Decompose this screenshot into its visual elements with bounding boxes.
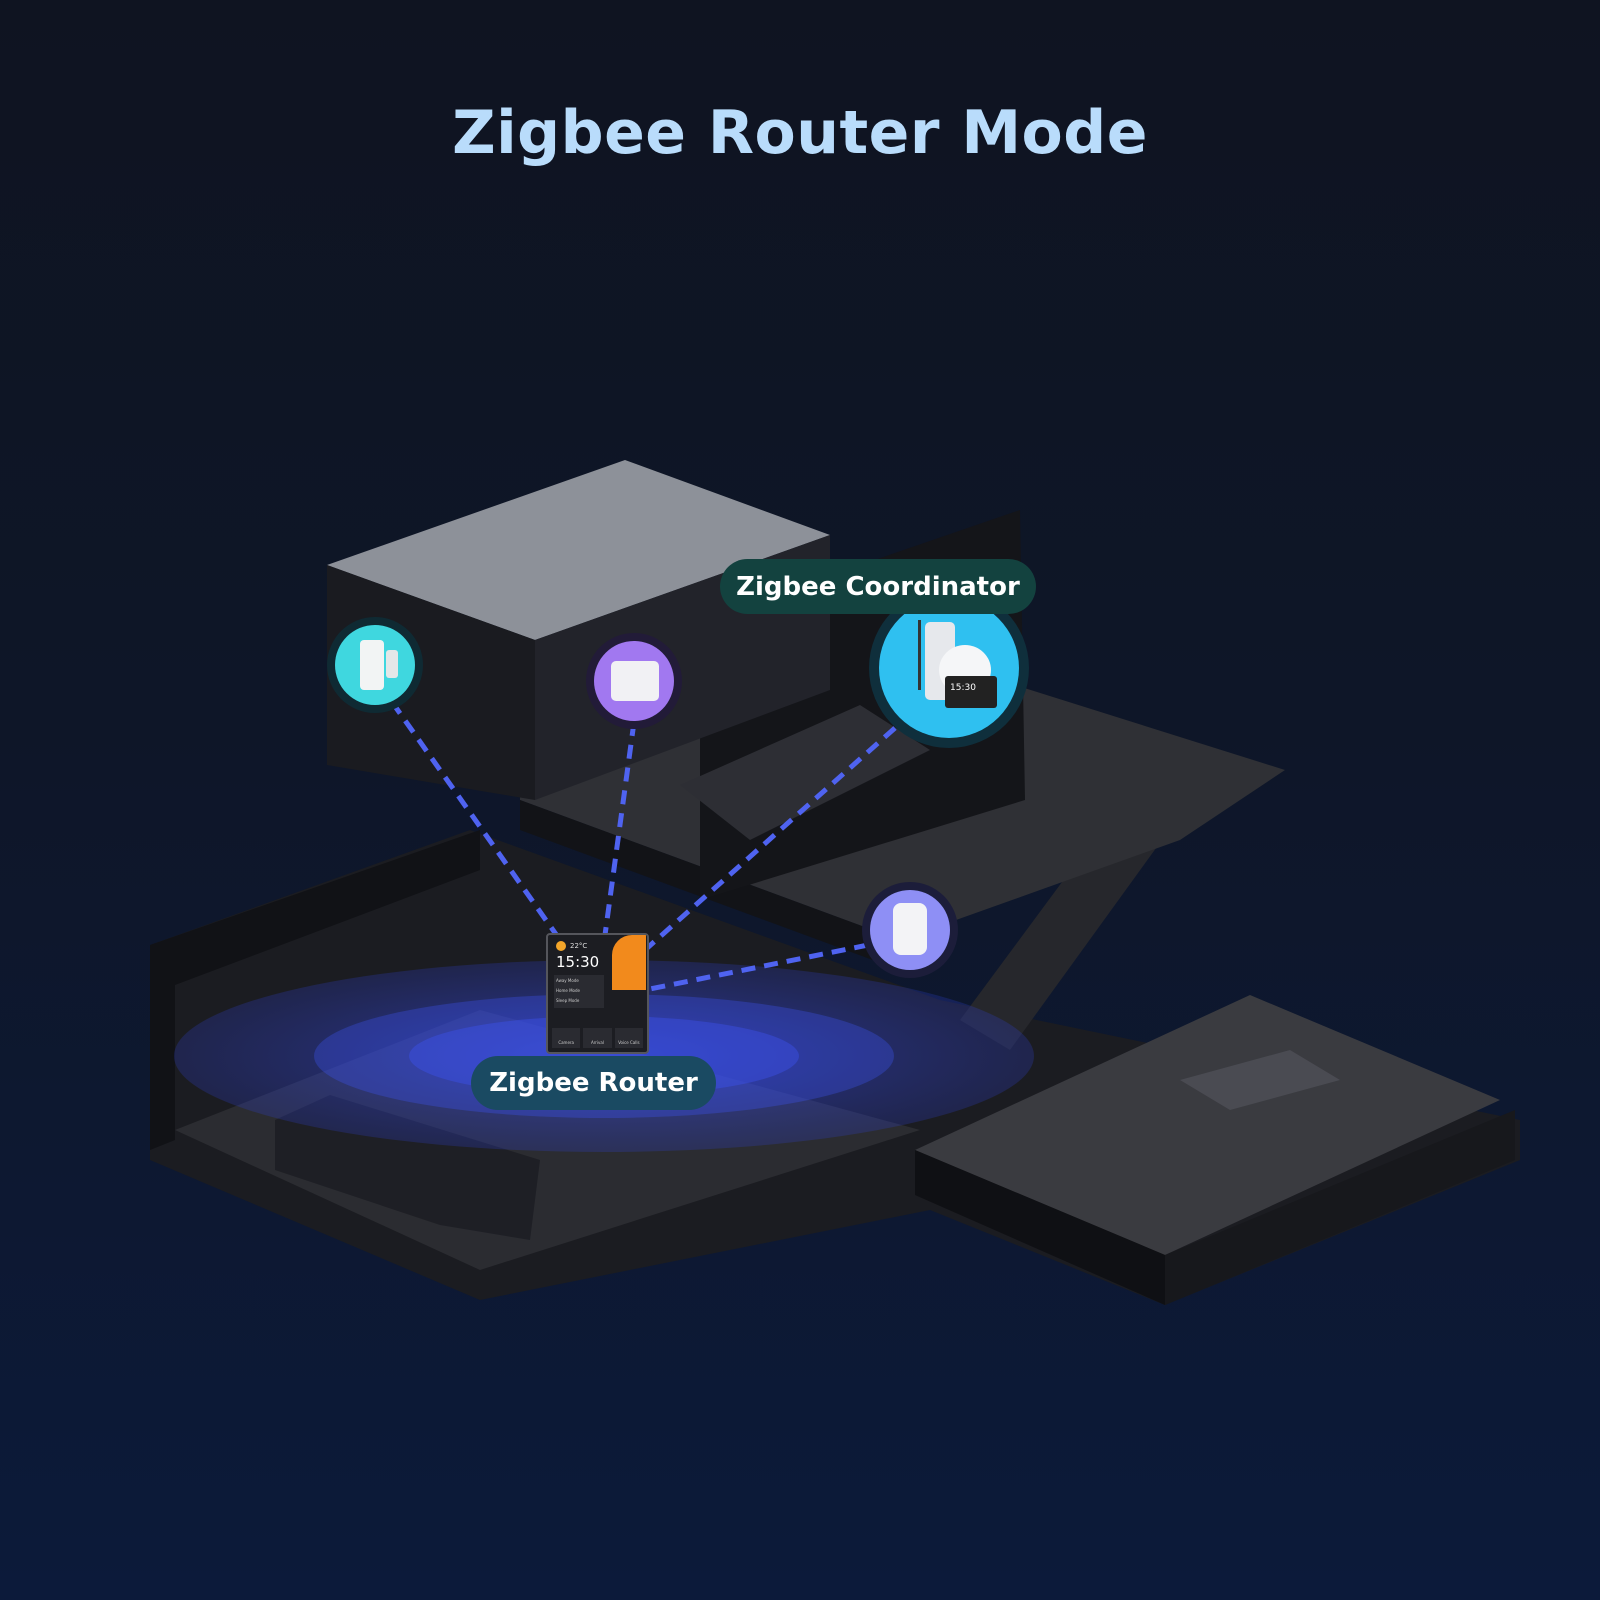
mode-sleep[interactable]: Sleep Mode	[556, 998, 580, 1003]
link-mini-switch	[602, 721, 637, 936]
mode-menu: Away Mode Home Mode Sleep Mode	[554, 975, 604, 1008]
panel-button-arrival[interactable]: Arrival	[583, 1028, 612, 1048]
mode-home[interactable]: Home Mode	[556, 988, 580, 993]
terrace-side-right	[1165, 1110, 1515, 1305]
panel-temperature: 22°C	[570, 942, 588, 950]
coordinator-display-time: 15:30	[950, 683, 976, 693]
bed	[680, 705, 930, 840]
roof	[327, 460, 830, 640]
panel-accent	[612, 935, 646, 990]
panel-time: 15:30	[556, 953, 600, 971]
panel-button-camera[interactable]: Camera	[552, 1028, 581, 1048]
zigbee-router-label: Zigbee Router	[471, 1056, 716, 1110]
link-coordinator	[643, 726, 897, 952]
smart-panel-icon: 22°C 15:30 Away Mode Home Mode Sleep Mod…	[546, 933, 649, 1054]
patio-table	[1180, 1050, 1340, 1110]
mode-away[interactable]: Away Mode	[556, 978, 579, 983]
link-radiator-valve	[644, 942, 869, 993]
weather-sun-icon	[556, 941, 566, 951]
left-wall	[150, 830, 480, 1150]
link-door-sensor	[389, 700, 563, 942]
terrace	[915, 995, 1500, 1255]
page-title: Zigbee Router Mode	[452, 98, 1148, 168]
panel-button-voice-calls[interactable]: Voice Calls	[614, 1028, 643, 1048]
zigbee-coordinator-label: Zigbee Coordinator	[720, 559, 1036, 614]
terrace-side	[915, 1150, 1165, 1305]
